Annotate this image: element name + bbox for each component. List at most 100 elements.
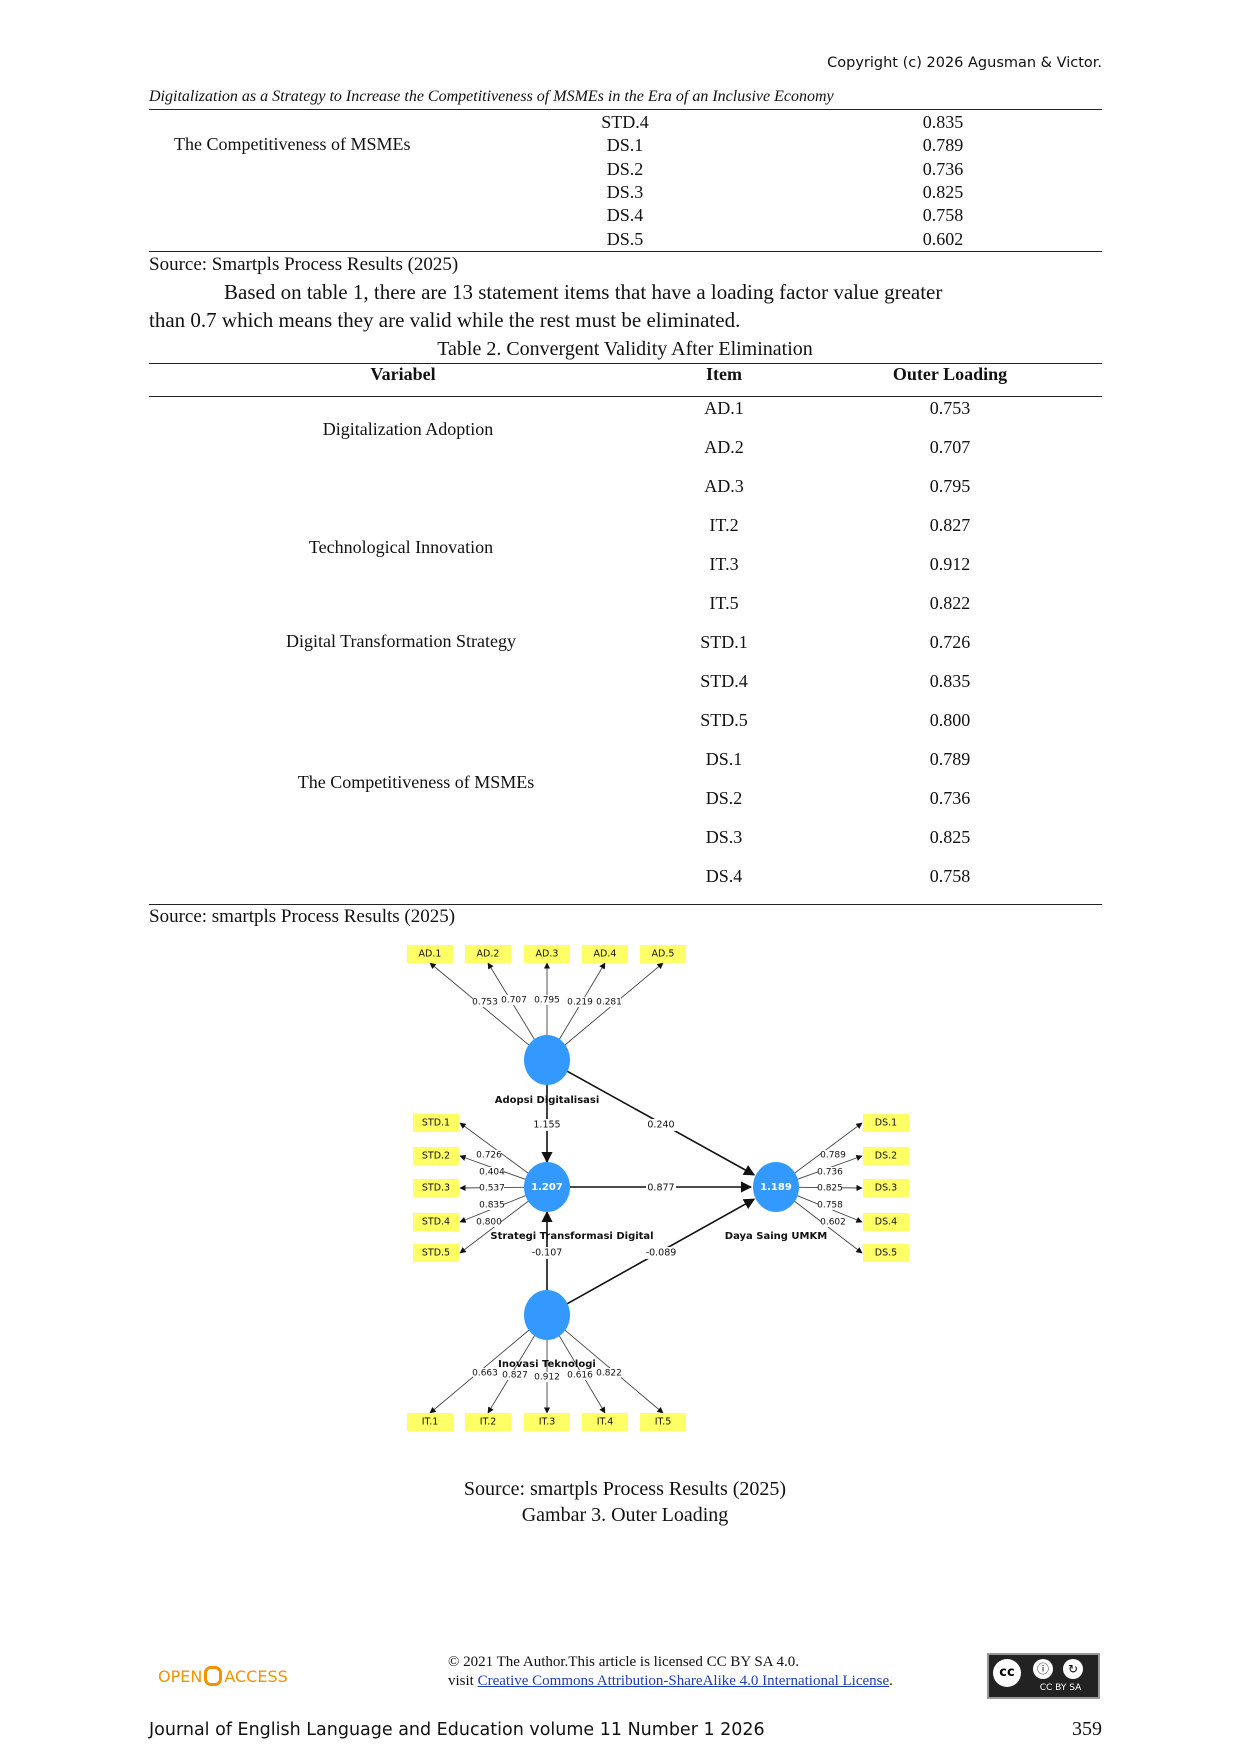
table2-item: STD.5 (700, 710, 748, 730)
outer-loading-value: 0.602 (820, 1218, 846, 1228)
indicator-box (465, 945, 511, 963)
outer-loading-value: 0.707 (501, 996, 527, 1006)
table2-loading: 0.800 (929, 710, 971, 730)
sharealike-icon: ↻ (1063, 1659, 1083, 1679)
table2-loading: 0.753 (929, 398, 971, 418)
r-squared-value: 1.207 (531, 1182, 563, 1193)
outer-loading-value: 0.827 (502, 1371, 528, 1381)
outer-loading-value: 0.789 (820, 1151, 846, 1161)
indicator-label: AD.2 (477, 949, 500, 960)
paragraph-line: Based on table 1, there are 13 statement… (224, 280, 943, 304)
cc-icon: cc (993, 1659, 1021, 1687)
indicator-label: DS.5 (875, 1248, 897, 1259)
running-title: Digitalization as a Strategy to Increase… (149, 88, 834, 105)
variable-label: Digitalization Adoption (322, 419, 494, 439)
outer-loading-arrow (794, 1122, 863, 1174)
loading-bg (535, 1372, 559, 1382)
indicator-box (413, 1147, 459, 1165)
outer-loading-value: 0.753 (472, 998, 498, 1008)
open-text: OPEN (158, 1667, 203, 1686)
table2-item: DS.1 (705, 749, 743, 769)
outer-loading-value: 0.616 (567, 1371, 593, 1381)
path-coefficient-bg (646, 1247, 676, 1259)
construct-name: Strategi Transformasi Digital (490, 1231, 653, 1242)
path-coefficient-bg (646, 1119, 676, 1131)
table2-item: AD.2 (704, 437, 744, 457)
paragraph-line: than 0.7 which means they are valid whil… (149, 308, 741, 332)
r-squared-value: 1.189 (760, 1182, 792, 1193)
outer-loading-value: 0.663 (472, 1369, 498, 1379)
table2-loading: 0.789 (929, 749, 971, 769)
outer-loading-value: 0.219 (567, 998, 593, 1008)
loading-bg (502, 995, 526, 1005)
figure-source: Source: smartpls Process Results (2025) (463, 1478, 787, 1500)
table1-item: DS.2 (606, 158, 644, 179)
loading-bg (477, 1217, 501, 1227)
variable-label: Digital Transformation Strategy (286, 631, 516, 651)
indicator-box (413, 1244, 459, 1262)
indicator-label: STD.1 (422, 1118, 450, 1129)
indicator-box (413, 1179, 459, 1197)
table1-loading: 0.835 (922, 112, 964, 132)
access-text: ACCESS (224, 1667, 288, 1686)
table1-variable: The Competitiveness of MSMEs (174, 134, 411, 154)
loading-bg (503, 1370, 527, 1380)
header-variabel: Variabel (370, 364, 436, 384)
table1-loading: 0.758 (922, 205, 964, 226)
indicator-box (407, 1413, 453, 1431)
license-link[interactable]: Creative Commons Attribution-ShareAlike … (477, 1673, 890, 1689)
divider (149, 904, 1102, 905)
path-coefficient-bg (646, 1182, 676, 1194)
outer-loading-arrow (793, 1200, 863, 1254)
table2-item: STD.1 (700, 632, 748, 652)
indicator-box (863, 1244, 909, 1262)
outer-loading-value: 0.800 (476, 1218, 502, 1228)
indicator-box (863, 1114, 909, 1132)
lock-icon (204, 1666, 223, 1686)
table2-loading: 0.825 (929, 827, 971, 847)
table2-loading: 0.822 (929, 593, 971, 613)
table2-item: IT.5 (709, 593, 739, 613)
table2-item: AD.3 (704, 476, 744, 496)
construct-circle (524, 1290, 570, 1340)
loading-bg (818, 1200, 842, 1210)
table2-source: Source: smartpls Process Results (2025) (149, 906, 456, 927)
cc-by-sa-badge[interactable]: cc ⓘ ↻ CC BY SA (987, 1653, 1100, 1699)
table2-item: DS.2 (705, 788, 743, 808)
loading-bg (473, 997, 497, 1007)
loading-bg (473, 1368, 497, 1378)
indicator-label: STD.5 (422, 1248, 450, 1259)
outer-loading-value: 0.404 (479, 1168, 505, 1178)
indicator-box (465, 1413, 511, 1431)
indicator-label: STD.4 (422, 1217, 450, 1228)
table2-loading: 0.758 (929, 866, 971, 886)
table1-loading: 0.602 (922, 228, 964, 249)
construct-name: Daya Saing UMKM (725, 1231, 827, 1242)
indicator-box (582, 1413, 628, 1431)
table2-loading: 0.736 (929, 788, 971, 808)
copyright: Copyright (c) 2026 Agusman & Victor. (827, 55, 1102, 71)
construct-circle (524, 1035, 570, 1085)
path-coefficient: 1.155 (533, 1120, 560, 1131)
loading-bg (568, 997, 592, 1007)
table2-item: AD.1 (704, 398, 744, 418)
period: . (889, 1673, 893, 1689)
header-item: Item (706, 364, 742, 384)
divider (149, 363, 1102, 364)
construct-name: Inovasi Teknologi (498, 1359, 596, 1370)
table2-item: IT.3 (709, 554, 739, 574)
outer-loading-value: 0.736 (817, 1168, 843, 1178)
table2-loading: 0.912 (929, 554, 971, 574)
table1-item: DS.5 (606, 228, 644, 249)
table1-loading: 0.736 (922, 158, 964, 179)
indicator-box (413, 1114, 459, 1132)
divider (149, 396, 1102, 397)
indicator-label: STD.3 (422, 1183, 450, 1194)
cc-badge-text: CC BY SA (1039, 1683, 1082, 1693)
indicator-box (413, 1213, 459, 1231)
path-coefficient: -0.107 (532, 1248, 563, 1259)
indicator-box (524, 945, 570, 963)
indicator-label: AD.4 (594, 949, 617, 960)
variable-label: Technological Innovation (308, 537, 494, 557)
path-coefficient: 0.877 (647, 1183, 674, 1194)
